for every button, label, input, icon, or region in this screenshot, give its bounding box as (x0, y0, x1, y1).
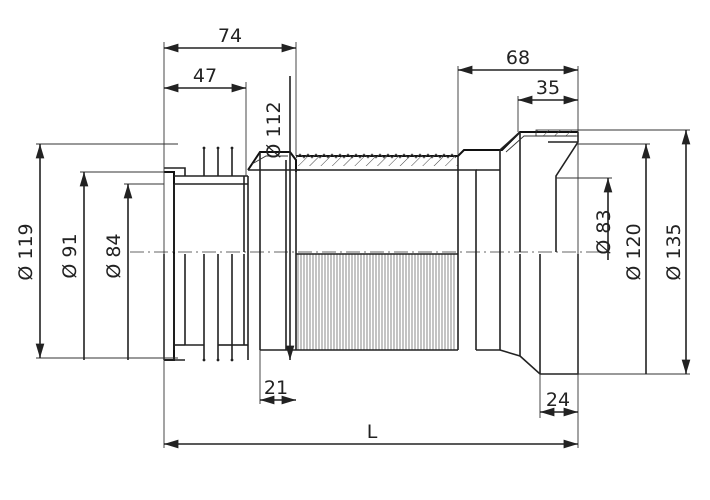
dimension-lines (35, 42, 691, 449)
dim-dia-83: Ø 83 (593, 209, 615, 254)
middle-socket (247, 151, 300, 351)
hose-ribs (297, 254, 455, 350)
dim-dia-119: Ø 119 (15, 223, 37, 280)
dim-dia-84: Ø 84 (103, 233, 125, 278)
dim-length-L: L (367, 421, 378, 443)
dim-68: 68 (506, 47, 530, 69)
left-coupling (163, 146, 249, 362)
corrugated-hose (295, 153, 458, 351)
dim-47: 47 (193, 65, 217, 87)
dim-24: 24 (546, 389, 570, 411)
dim-dia-120: Ø 120 (623, 223, 645, 280)
dim-35: 35 (536, 77, 560, 99)
dim-dia-91: Ø 91 (59, 233, 81, 278)
dim-21: 21 (264, 377, 288, 399)
dim-dia-135: Ø 135 (663, 223, 685, 280)
dim-dia-112: Ø 112 (263, 101, 285, 158)
dim-74: 74 (218, 25, 242, 47)
